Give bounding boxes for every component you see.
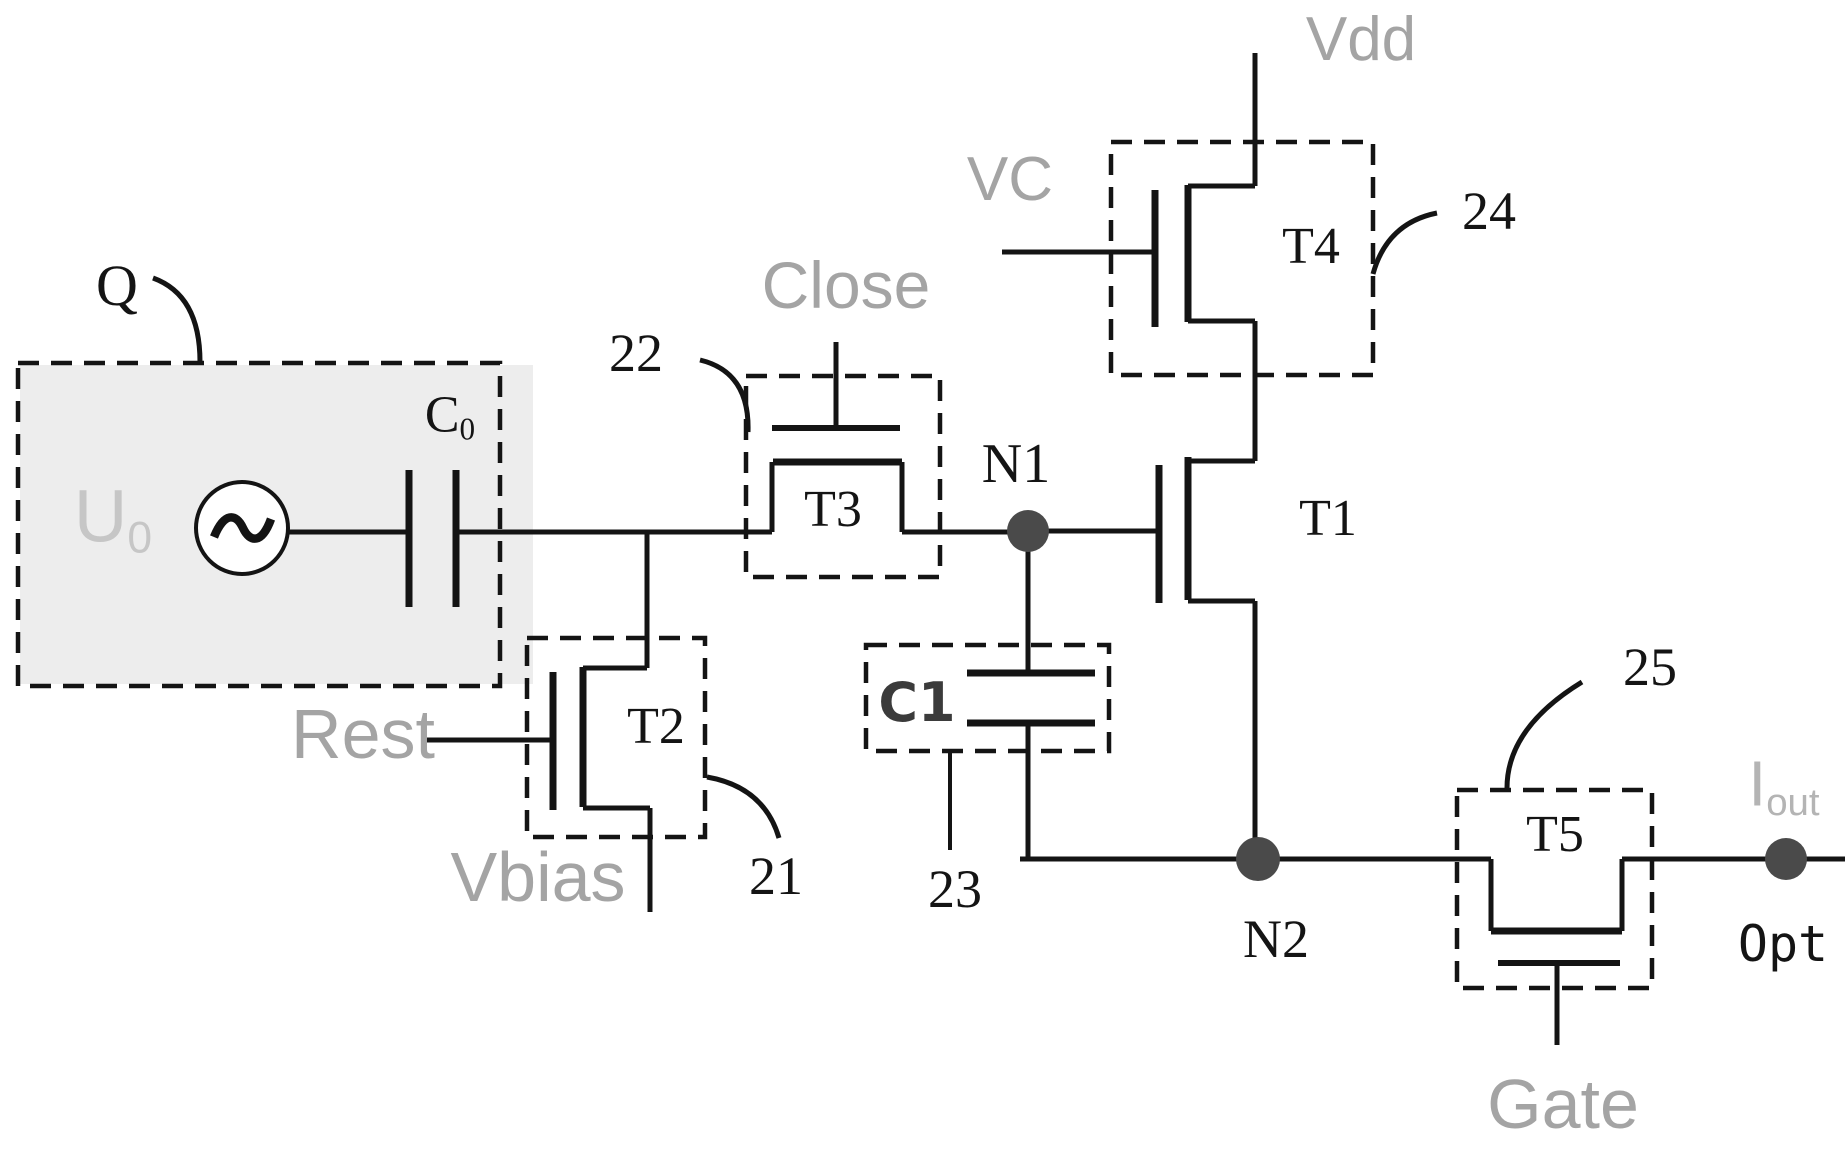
label-t1: T1 bbox=[1299, 490, 1357, 547]
label-rest: Rest bbox=[291, 695, 435, 773]
label-u0: U0 bbox=[73, 474, 153, 563]
ref22-leader-arc bbox=[699, 357, 751, 433]
q-leader-arc bbox=[152, 275, 203, 363]
node-n2 bbox=[1236, 837, 1280, 881]
label-c1: C1 bbox=[878, 671, 956, 734]
t3-box bbox=[743, 373, 943, 580]
label-t3: T3 bbox=[804, 481, 862, 538]
label-n2: N2 bbox=[1243, 909, 1309, 969]
c1-box bbox=[863, 642, 1112, 754]
label-close: Close bbox=[761, 248, 931, 322]
label-vc: VC bbox=[966, 145, 1054, 214]
label-vdd: Vdd bbox=[1305, 5, 1417, 74]
t4-box bbox=[1108, 139, 1376, 378]
label-q: Q bbox=[96, 253, 138, 318]
label-ref25: 25 bbox=[1623, 637, 1677, 697]
node-output bbox=[1765, 838, 1807, 880]
label-c0: C0 bbox=[424, 386, 476, 447]
node-n1 bbox=[1007, 510, 1049, 552]
ref21-leader-arc bbox=[706, 774, 782, 839]
label-ref21: 21 bbox=[749, 846, 803, 906]
ac-source-tilde-icon bbox=[210, 513, 275, 543]
label-t4: T4 bbox=[1282, 218, 1340, 275]
label-n1: N1 bbox=[981, 433, 1051, 495]
label-gate: Gate bbox=[1487, 1065, 1639, 1143]
ref24-leader-arc bbox=[1370, 210, 1438, 275]
t2-box bbox=[524, 635, 708, 840]
ref25-leader-arc bbox=[1504, 679, 1584, 789]
q-block-box bbox=[15, 360, 503, 689]
label-ref22: 22 bbox=[609, 323, 663, 383]
label-opt: Opt bbox=[1737, 915, 1829, 973]
label-ref23: 23 bbox=[928, 859, 982, 919]
label-t5: T5 bbox=[1526, 806, 1584, 863]
label-vbias: Vbias bbox=[450, 838, 626, 916]
label-t2: T2 bbox=[627, 698, 685, 755]
label-ref24: 24 bbox=[1462, 181, 1516, 241]
label-iout: Iout bbox=[1748, 747, 1820, 825]
